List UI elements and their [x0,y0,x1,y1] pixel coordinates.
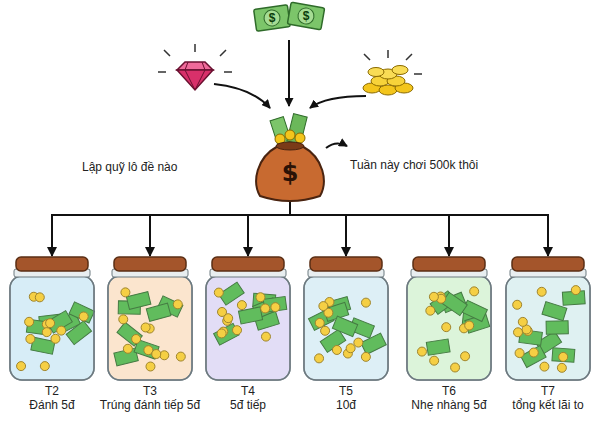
day-label: T7 [483,384,600,398]
money-jar: T2Đánh 5đ [4,256,100,412]
handwritten-note: Tuần này chơi 500k thôi [350,158,478,172]
jar-shape [401,256,497,384]
branch-arrow [290,202,449,256]
money-jar: T3Trúng đánh tiếp 5đ [102,256,198,412]
coin [392,66,408,75]
coin [368,68,384,77]
jar-outline [506,276,590,380]
jar-outline [304,276,388,380]
bet-note: 5đ tiếp [183,398,313,412]
jar-caption: T7tổng kết lãi to [483,384,600,412]
bill-body [254,5,291,32]
branch-arrow [52,202,290,256]
jar-glass [108,276,192,380]
jar-glass [506,276,590,380]
bet-note: Nhẹ nhàng 5đ [384,398,514,412]
gem-bottom [177,70,213,90]
bill-seal [263,9,281,27]
branch-arrow [248,202,290,256]
jar-caption: T510đ [281,384,411,412]
bag-shape [250,112,330,202]
handwritten-note: Lập quỹ lô đề nào [82,160,177,174]
money-jar: T6Nhẹ nhàng 5đ [401,256,497,412]
bet-note: Trúng đánh tiếp 5đ [85,398,215,412]
sparkle [158,44,232,72]
day-label: T2 [0,384,117,398]
coin [379,85,397,95]
jar-caption: T3Trúng đánh tiếp 5đ [85,384,215,412]
gem-top [177,62,213,70]
bill-body [287,2,324,30]
jar-caption: T6Nhẹ nhàng 5đ [384,384,514,412]
day-label: T5 [281,384,411,398]
bet-note: Đánh 5đ [0,398,117,412]
inflow-arrow [288,40,290,106]
bet-note: 10đ [281,398,411,412]
sparkle [364,50,422,74]
jar-shape [4,256,100,384]
gem-facets [185,62,205,90]
branch-arrow [290,202,346,256]
jar-shape [200,256,296,384]
bill [254,5,291,32]
diamond-gem [158,44,232,90]
branch-arrow [150,202,290,256]
bill-seal [297,7,316,26]
jar-outline [10,276,94,380]
jar-outline [206,276,290,380]
bet-note: tổng kết lãi to [483,398,600,412]
jar-lid [512,257,584,271]
bill [287,2,324,30]
money-jar: T510đ [298,256,394,412]
jar-caption: T45đ tiếp [183,384,313,412]
inflow-arrow [310,96,366,108]
jar-shape [500,256,596,384]
jar-shape [298,256,394,384]
inflow-arrow [214,84,270,108]
note-arrow [326,143,347,148]
money-bag: $ [250,112,330,202]
jar-outline [407,276,491,380]
jar-lid [413,257,485,271]
bill-symbol: $ [264,11,280,25]
jar-outline [108,276,192,380]
money-jar: T45đ tiếp [200,256,296,412]
jar-lid [16,257,88,271]
jar-glass [304,276,388,380]
jar-shape [102,256,198,384]
jar-glass [407,276,491,380]
bill-symbol: $ [298,9,314,23]
money-jar: T7tổng kết lãi to [500,256,596,412]
jar-lid [212,257,284,271]
jar-lid [114,257,186,271]
coin-pile [363,50,422,95]
bag-symbol: $ [250,160,330,186]
day-label: T3 [85,384,215,398]
coin [295,133,305,143]
jar-glass [10,276,94,380]
coin [285,130,295,140]
jar-glass [206,276,290,380]
day-label: T6 [384,384,514,398]
day-label: T4 [183,384,313,398]
branch-arrow [290,202,548,256]
jar-lid [310,257,382,271]
jar-caption: T2Đánh 5đ [0,384,117,412]
bag-tie [276,142,304,150]
